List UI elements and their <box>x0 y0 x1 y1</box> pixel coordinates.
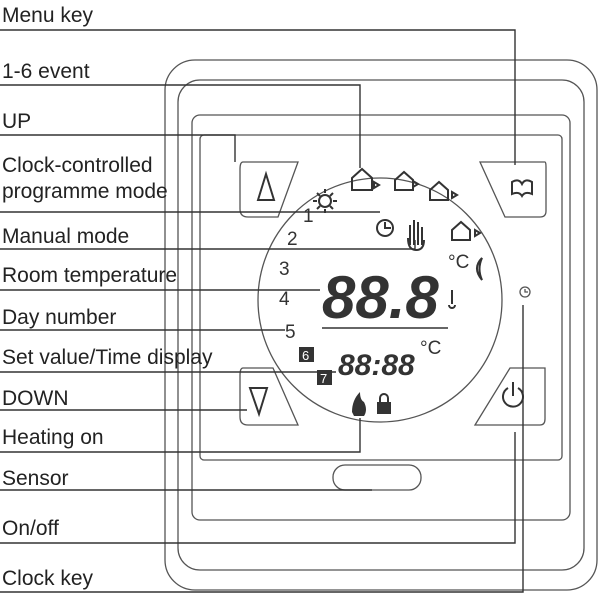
label-menu-key: Menu key <box>2 4 94 27</box>
day-6-box <box>299 347 314 362</box>
power-button[interactable] <box>473 367 546 426</box>
sensor-window <box>332 464 422 491</box>
day-7-box <box>317 370 332 385</box>
device-body <box>164 59 598 591</box>
thermometer-icon <box>448 290 456 309</box>
display-circle <box>257 177 503 423</box>
home-event-2-icon <box>429 180 459 201</box>
label-down: DOWN <box>2 387 69 410</box>
unit-celsius-small: °C <box>420 338 441 359</box>
sun-icon <box>313 189 337 213</box>
flame-icon <box>352 392 366 416</box>
down-button[interactable] <box>239 367 299 426</box>
label-clock-key: Clock key <box>2 567 94 590</box>
home-in-icon <box>451 220 482 241</box>
book-icon <box>511 179 533 198</box>
day-6: 6 <box>302 348 309 363</box>
up-arrow-icon <box>256 170 276 201</box>
label-up: UP <box>2 110 31 133</box>
label-on-off: On/off <box>2 517 59 540</box>
leader-lines <box>0 29 524 593</box>
clock-key-icon[interactable] <box>519 286 531 298</box>
home-out-icon <box>351 167 381 191</box>
label-clock-mode-1: Clock-controlled <box>2 154 153 177</box>
label-set-value: Set value/Time display <box>2 346 213 369</box>
label-room-temperature: Room temperature <box>2 264 177 287</box>
time-display: 88:88 <box>338 349 415 382</box>
home-event-icon <box>394 170 420 191</box>
label-sensor: Sensor <box>2 467 69 490</box>
day-2: 2 <box>287 229 298 250</box>
day-1: 1 <box>303 206 314 227</box>
unit-celsius: °C <box>448 252 469 273</box>
day-3: 3 <box>279 259 290 280</box>
label-manual-mode: Manual mode <box>2 225 129 248</box>
moon-icon <box>476 257 483 281</box>
hand-icon <box>407 220 425 252</box>
room-temperature-display: 88.8 <box>322 264 439 331</box>
label-clock-mode-2: programme mode <box>2 180 168 203</box>
clock-icon <box>376 219 394 237</box>
menu-button[interactable] <box>478 161 547 218</box>
up-button[interactable] <box>239 161 299 218</box>
day-4: 4 <box>279 289 290 310</box>
lock-icon <box>377 393 391 414</box>
power-icon <box>502 382 524 408</box>
day-7: 7 <box>320 371 327 386</box>
label-heating-on: Heating on <box>2 426 104 449</box>
day-5: 5 <box>285 322 296 343</box>
label-event: 1-6 event <box>2 60 90 83</box>
label-day-number: Day number <box>2 306 116 329</box>
down-arrow-icon <box>248 387 269 418</box>
